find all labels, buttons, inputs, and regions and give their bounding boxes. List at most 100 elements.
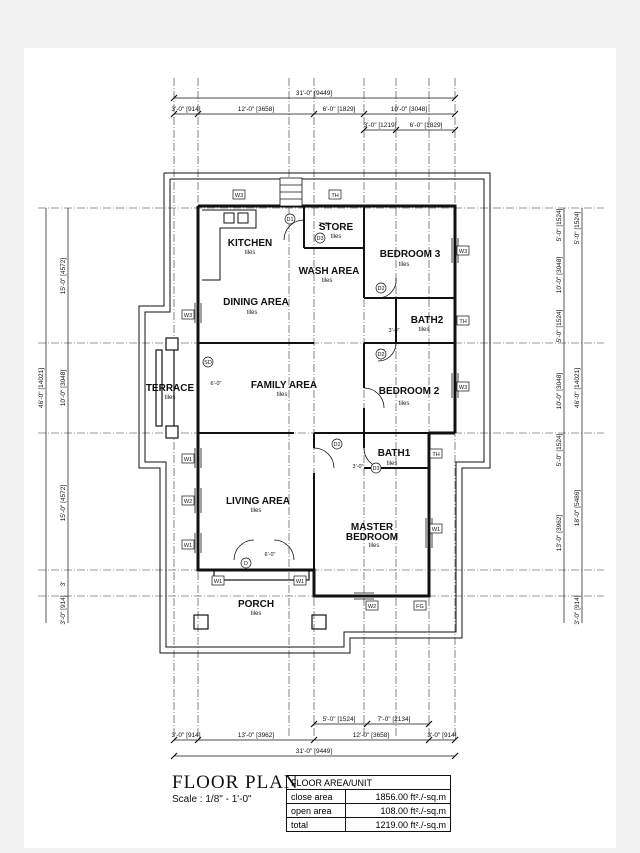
title-block: FLOOR PLAN Scale : 1/8" - 1'-0" FLOOR AR… — [172, 772, 462, 842]
area-value: 1856.00 ft²./-sq.m — [345, 789, 451, 804]
plan-scale: Scale : 1/8" - 1'-0" — [172, 794, 252, 805]
tag-w1-living-top: W1 — [184, 457, 192, 463]
dim-right-4: 5'-0" [1524] — [556, 433, 563, 466]
tag-w1-living-bottom: W1 — [184, 543, 192, 549]
dim-bottom-3: 3'-0" [914] — [171, 732, 200, 739]
door-width-terrace: 6'-0" — [211, 381, 222, 387]
dim-right-9: 3'-0" [914] — [574, 595, 581, 624]
tag-d3-store: D3 — [316, 236, 323, 242]
area-value: 1219.00 ft²./-sq.m — [345, 817, 451, 832]
dim-left-5: 3'-0" [914] — [60, 595, 67, 624]
tag-w3-kitchen: W3 — [235, 193, 243, 199]
tag-w1-master: W1 — [432, 527, 440, 533]
room-kitchen-name: KITCHEN — [228, 238, 272, 249]
dim-top-3: 6'-0" [1829] — [323, 106, 356, 113]
slab-outline — [138, 172, 491, 654]
tag-fg: FG — [416, 604, 424, 610]
tag-th-bath2: TH — [459, 319, 466, 325]
tag-w1-porch-left: W1 — [214, 579, 222, 585]
drawing-sheet: 31'-0" [9449] 3'-0" [914] 12'-0" [3658] … — [24, 48, 616, 848]
stair-steps — [279, 177, 303, 207]
room-terrace-name: TERRACE — [146, 383, 195, 394]
dim-right-overall: 46'-0" [14021] — [574, 368, 581, 408]
floor-area-table-header: FLOOR AREA/UNIT — [286, 775, 451, 790]
dim-bottom-4: 13'-0" [3962] — [238, 732, 275, 739]
dim-bottom-6: 3'-0" [914] — [427, 732, 456, 739]
tag-w3-bedroom2: W3 — [459, 385, 467, 391]
dim-right-2: 10'-0" [3048] — [556, 257, 563, 294]
door-swings — [233, 219, 397, 561]
dim-right-7: 18'-0" [5486] — [574, 490, 581, 527]
room-master-finish: tiles — [369, 543, 380, 549]
dim-top-overall: 31'-0" [9449] — [296, 90, 333, 97]
dim-left-1: 15'-0" [4572] — [60, 258, 67, 295]
room-dining-finish: tiles — [247, 310, 258, 316]
room-wash-name: WASH AREA — [299, 266, 360, 277]
dim-right-3: 5'-0" [1524] — [556, 309, 563, 342]
dim-right-8: 13'-0" [3962] — [556, 515, 563, 552]
room-bath1-name: BATH1 — [378, 448, 411, 459]
table-row: total 1219.00 ft²./-sq.m — [286, 817, 451, 832]
dim-bottom-1: 5'-0" [1524] — [323, 716, 356, 723]
room-family-name: FAMILY AREA — [251, 380, 317, 391]
grid-lines — [38, 78, 604, 738]
room-store-finish: tiles — [331, 234, 342, 240]
room-bath2-name: BATH2 — [411, 315, 444, 326]
tag-d3-bath1: D3 — [372, 466, 379, 472]
dim-top-6: 6'-0" [1829] — [410, 122, 443, 129]
dim-bottom-5: 12'-0" [3658] — [353, 732, 390, 739]
tag-w2-master: W2 — [368, 604, 376, 610]
room-living-finish: tiles — [251, 508, 262, 514]
tag-sd: SD — [204, 360, 212, 366]
table-row: open area 108.00 ft²./-sq.m — [286, 803, 451, 818]
floor-area-header: FLOOR AREA/UNIT — [286, 775, 451, 790]
room-porch-finish: tiles — [251, 611, 262, 617]
floor-plan-drawing: 31'-0" [9449] 3'-0" [914] 12'-0" [3658] … — [38, 78, 604, 760]
tag-d1: D1 — [286, 217, 293, 223]
dim-top-1: 3'-0" [914] — [171, 106, 200, 113]
tag-w3-bedroom3: W3 — [459, 249, 467, 255]
dim-right-1: 5'-0" [1524] — [556, 208, 563, 241]
dim-left-3: 15'-0" [4572] — [60, 485, 67, 522]
porch-steps — [193, 569, 327, 630]
tag-d2-bedroom2: D2 — [377, 352, 384, 358]
room-bedroom3-name: BEDROOM 3 — [380, 249, 441, 260]
tag-th-store: TH — [331, 193, 338, 199]
door-width-bath2: 3'-0" — [389, 328, 400, 334]
floor-area-table: FLOOR AREA/UNIT close area 1856.00 ft²./… — [286, 775, 451, 832]
table-row: close area 1856.00 ft²./-sq.m — [286, 789, 451, 804]
room-wash-finish: tiles — [322, 278, 333, 284]
room-living-name: LIVING AREA — [226, 496, 290, 507]
door-width-main: 6'-0" — [265, 552, 276, 558]
dim-bottom-overall: 31'-0" [9449] — [296, 748, 333, 755]
room-kitchen-finish: tiles — [245, 250, 256, 256]
left-dimensions — [45, 208, 69, 623]
tag-d-main: D — [244, 561, 248, 567]
dim-left-4: 3' — [60, 582, 67, 587]
room-bedroom2-finish: tiles — [399, 401, 410, 407]
tag-w3-dining: W3 — [184, 313, 192, 319]
room-bath1-finish: tiles — [387, 461, 398, 467]
tag-w2-living: W2 — [184, 499, 192, 505]
kitchen-counter — [202, 209, 257, 281]
area-label: total — [286, 817, 346, 832]
area-value: 108.00 ft²./-sq.m — [345, 803, 451, 818]
area-label: close area — [286, 789, 346, 804]
tag-markers — [181, 189, 470, 611]
door-width-store: 3'-0" — [319, 222, 330, 228]
dim-left-2: 10'-0" [3048] — [60, 370, 67, 407]
windows — [194, 238, 459, 600]
right-dimensions — [563, 208, 583, 623]
room-bedroom3-finish: tiles — [399, 262, 410, 268]
room-master-name-line2: BEDROOM — [346, 532, 398, 543]
dim-bottom-2: 7'-0" [2134] — [378, 716, 411, 723]
room-bath2-finish: tiles — [419, 327, 430, 333]
exterior-walls — [196, 204, 457, 598]
terrace-outline — [155, 337, 179, 439]
room-family-finish: tiles — [277, 392, 288, 398]
bottom-dimensions — [170, 720, 459, 760]
dim-right-6: 5'-0" [1524] — [574, 211, 581, 244]
room-dining-name: DINING AREA — [223, 297, 289, 308]
room-terrace-finish: tiles — [165, 395, 176, 401]
tag-d2-master: D2 — [333, 442, 340, 448]
